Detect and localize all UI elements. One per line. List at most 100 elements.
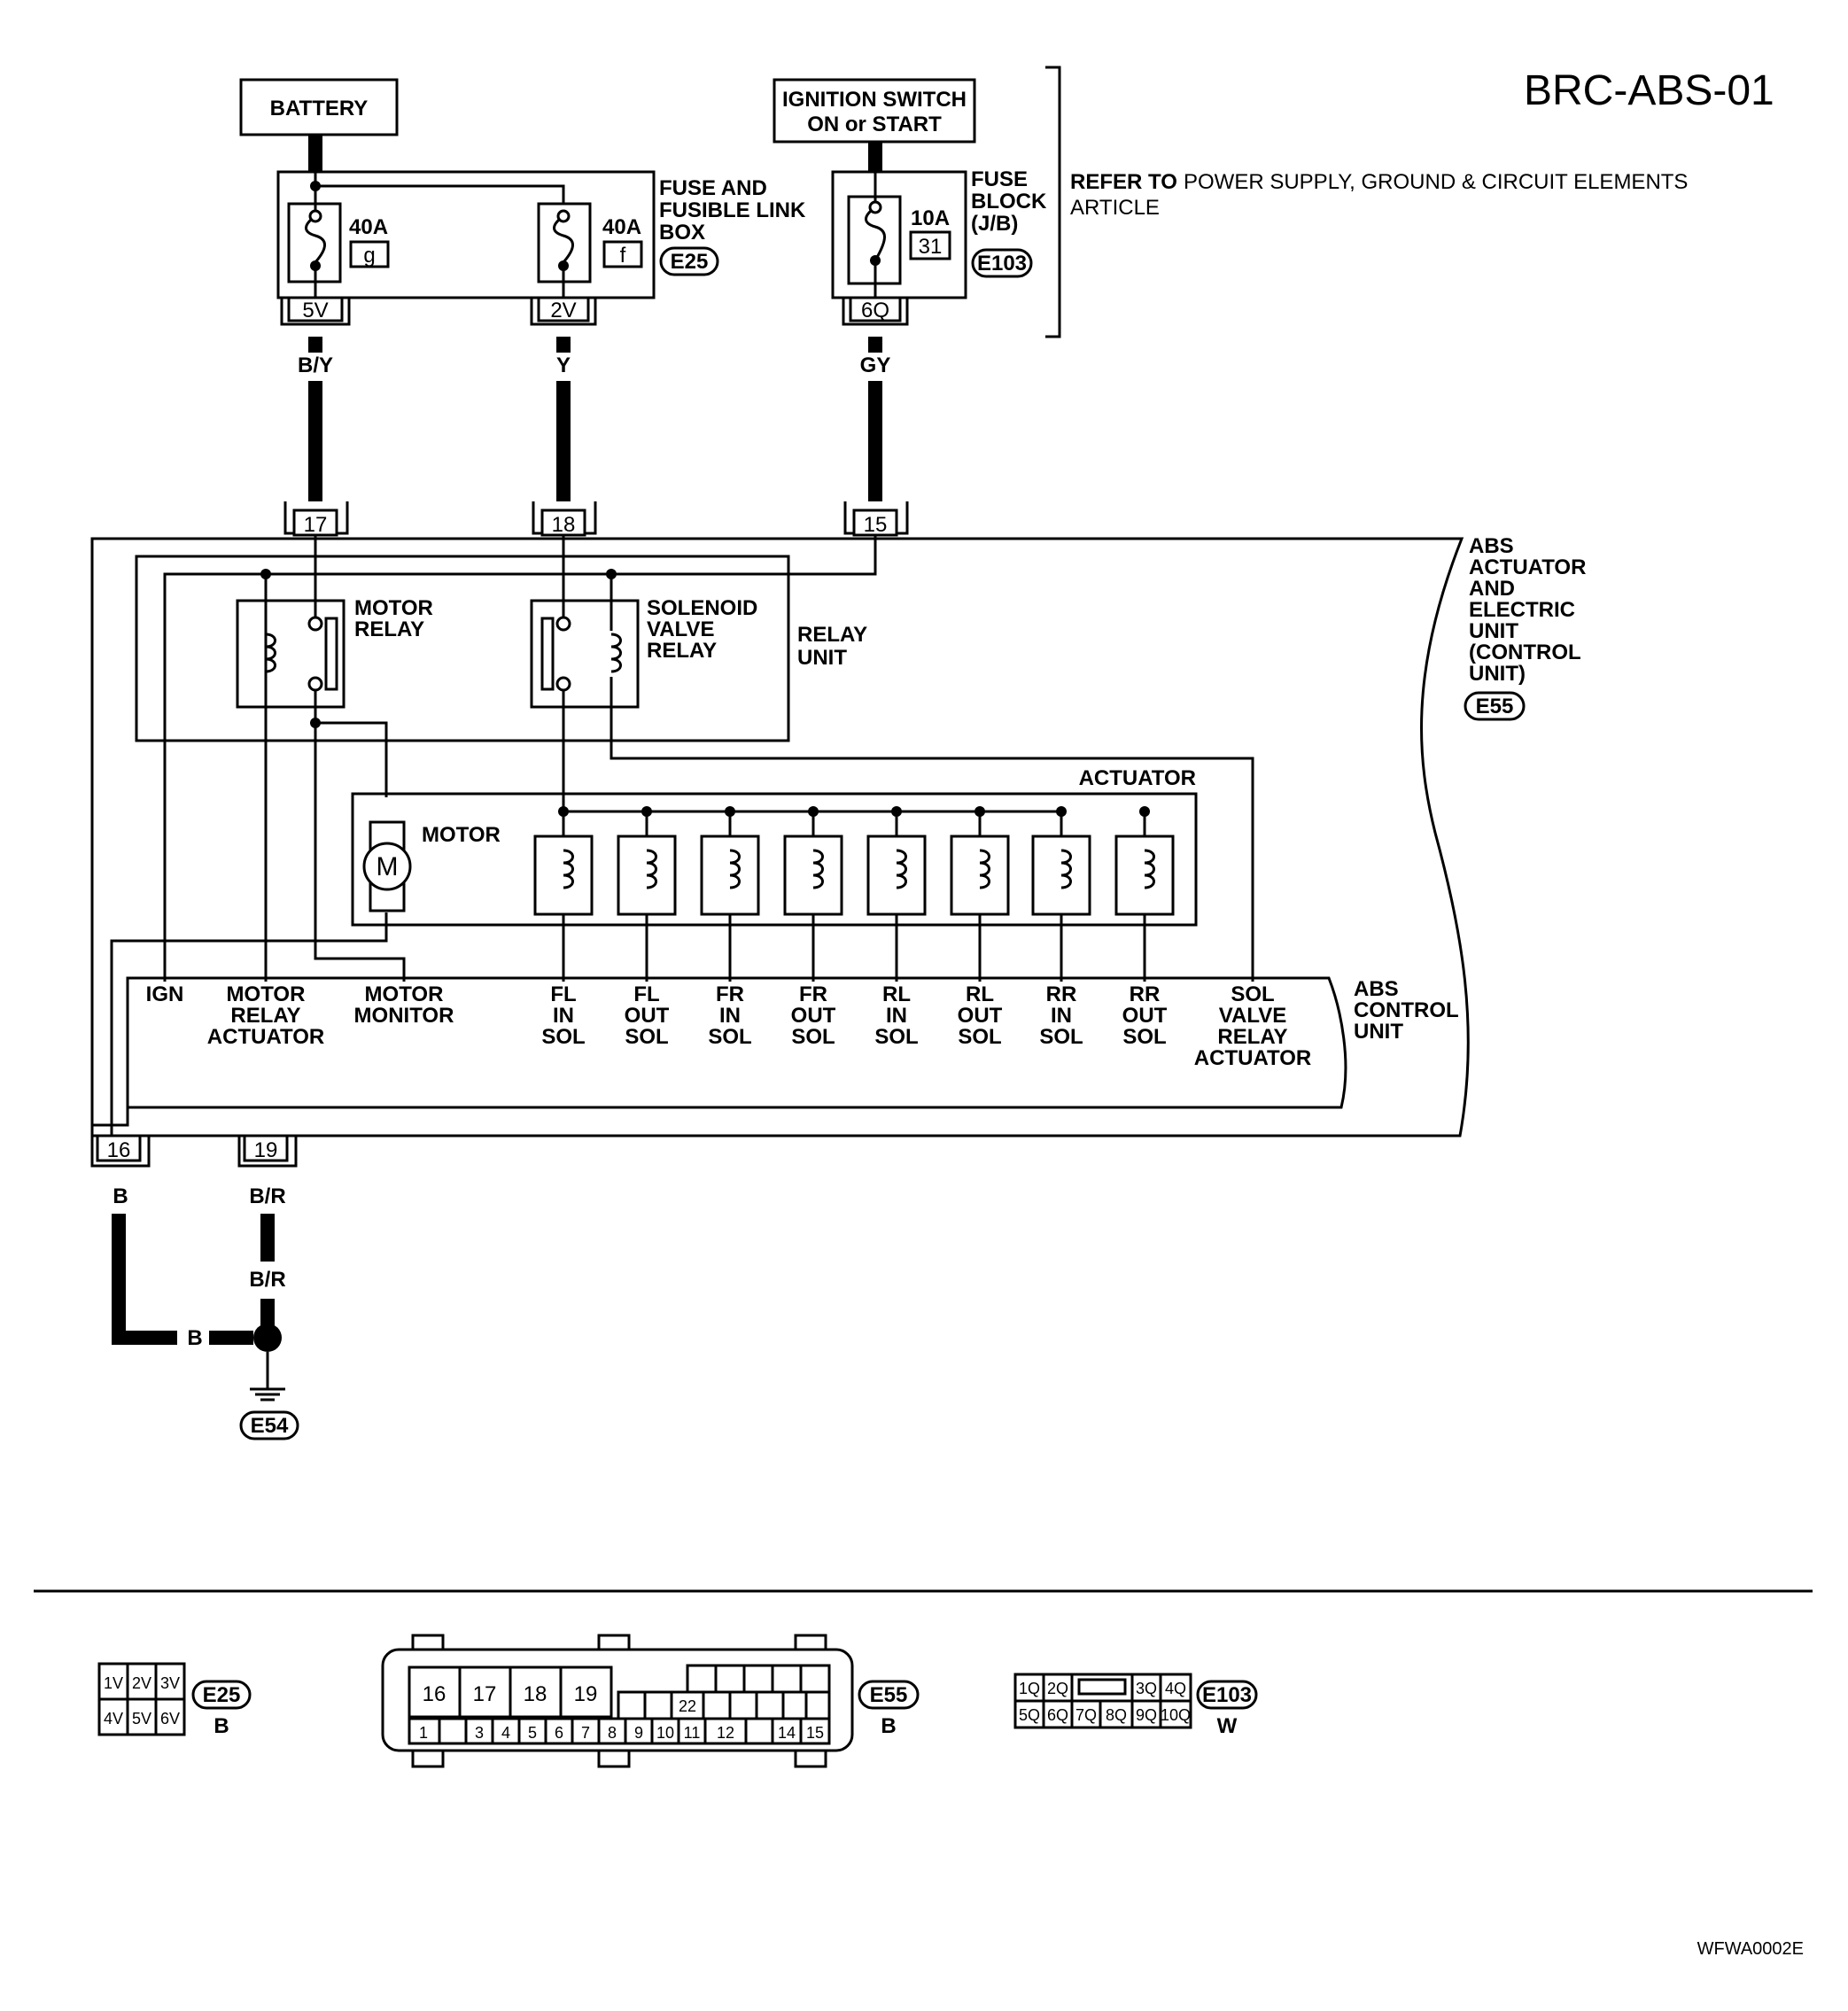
abs-unit-line4: ELECTRIC (1469, 598, 1575, 622)
term-5v-box (287, 296, 344, 322)
motor-label: MOTOR (422, 823, 501, 847)
actuator-label: ACTUATOR (1079, 766, 1196, 790)
e25-cell: 3V (160, 1674, 180, 1692)
e55-cell: 3 (475, 1724, 484, 1742)
fuse-box-connector-badge (659, 246, 719, 276)
term-rrout-2: OUT (1122, 1004, 1168, 1028)
term-mra-3: ACTUATOR (207, 1025, 324, 1049)
ignition-line2: ON or START (807, 113, 942, 136)
e25-cell: 1V (104, 1674, 123, 1692)
ign-wire (163, 535, 877, 982)
term-rrout-1: RR (1130, 982, 1161, 1006)
solenoid-coil-icon (979, 849, 990, 889)
solenoid-coil-icon (812, 849, 824, 889)
fuse-f-id: f (620, 244, 626, 268)
connector-view-e55: 16 17 18 19 22 1 3 4 (381, 1634, 920, 1768)
abs-unit-line5: UNIT (1469, 619, 1518, 643)
term-frout-2: OUT (791, 1004, 836, 1028)
term-ign: IGN (146, 982, 184, 1006)
motor-relay-line1: MOTOR (354, 596, 433, 620)
refer-line2: ARTICLE (1070, 196, 1160, 220)
term-2v: 2V (550, 299, 576, 322)
abs-unit-line1: ABS (1469, 534, 1514, 558)
motor-icon (362, 842, 412, 891)
e55-cell: 12 (717, 1724, 734, 1742)
control-unit-line3: UNIT (1354, 1020, 1403, 1044)
wire-16 (112, 1214, 177, 1345)
wire-color-16: B (113, 1184, 128, 1208)
term-svra-3: RELAY (1217, 1025, 1287, 1049)
relay-unit-line1: RELAY (797, 623, 867, 647)
e55-cell: 8 (608, 1724, 617, 1742)
control-unit-line1: ABS (1354, 977, 1399, 1001)
wire-color-ground-join: B (187, 1326, 202, 1350)
solenoid-group (533, 806, 1175, 982)
term-flin-2: IN (553, 1004, 574, 1028)
connector-view-e25: 1V 2V 3V 4V 5V 6V E25 B (97, 1662, 252, 1738)
term-rlout-3: SOL (958, 1025, 1001, 1049)
fuse-g-id-box (349, 240, 390, 268)
term-svra-2: VALVE (1219, 1004, 1286, 1028)
term-2v-box (537, 296, 590, 322)
battery-label: BATTERY (270, 97, 369, 120)
e55-cell: 7 (581, 1724, 590, 1742)
e55-cell: 14 (778, 1724, 796, 1742)
e103-cell: 4Q (1165, 1680, 1186, 1697)
abs-unit-outline (90, 537, 1470, 1137)
term-rrout-3: SOL (1122, 1025, 1166, 1049)
e55-cell: 15 (806, 1724, 824, 1742)
term-frin-2: IN (719, 1004, 741, 1028)
motor-supply-wire (315, 721, 388, 797)
refer-line1: POWER SUPPLY, GROUND & CIRCUIT ELEMENTS (1184, 170, 1688, 194)
term-mm-2: MONITOR (354, 1004, 454, 1028)
solenoid-coil-icon (1060, 849, 1072, 889)
e103-color: W (1217, 1714, 1238, 1738)
abs-unit-line2: ACTUATOR (1469, 555, 1586, 579)
ground-connector-badge (239, 1410, 299, 1440)
wire-color-19: B/R (249, 1184, 285, 1208)
e103-cell: 5Q (1019, 1706, 1040, 1724)
wire-color-15: GY (860, 353, 891, 377)
refer-bracket (1045, 66, 1061, 338)
term-frout-3: SOL (791, 1025, 835, 1049)
term-rrin-2: IN (1051, 1004, 1072, 1028)
fuse-f-symbol (553, 214, 574, 263)
term-rlout-1: RL (966, 982, 994, 1006)
wire-color-17: B/Y (298, 353, 333, 377)
term-rlin-1: RL (882, 982, 911, 1006)
e103-cell: 9Q (1136, 1706, 1157, 1724)
pin-18: 18 (552, 513, 576, 537)
e103-id: E103 (1202, 1683, 1252, 1707)
abs-unit-line7: UNIT) (1469, 662, 1526, 686)
fuse-g-symbol (305, 214, 326, 263)
e55-cell: 19 (574, 1682, 598, 1706)
abs-unit-line3: AND (1469, 577, 1515, 601)
sol-relay-line1: SOLENOID (647, 596, 757, 620)
e55-cell: 4 (501, 1724, 510, 1742)
e103-cell: 3Q (1136, 1680, 1157, 1697)
e25-id: E25 (203, 1683, 241, 1707)
pin-17: 17 (304, 513, 328, 537)
term-mm-1: MOTOR (365, 982, 444, 1006)
pin-19-box (243, 1134, 289, 1162)
e103-cell: 6Q (1047, 1706, 1068, 1724)
fuse-31-symbol (865, 206, 886, 261)
e55-cell: 5 (528, 1724, 537, 1742)
fuse-f-id-box (602, 240, 643, 268)
motor-symbol: M (377, 852, 399, 881)
motor-relay-contact-icon (324, 617, 338, 691)
term-frout-1: FR (799, 982, 827, 1006)
fuse-box-connector: E25 (671, 250, 709, 274)
pin-15: 15 (864, 513, 888, 537)
solenoid-coil-icon (729, 849, 741, 889)
e25-cell: 6V (160, 1710, 180, 1728)
e55-cell: 10 (656, 1724, 674, 1742)
term-mra-2: RELAY (230, 1004, 300, 1028)
fuse-31-rating: 10A (911, 206, 950, 230)
e55-id: E55 (870, 1683, 908, 1707)
solenoid-coil-icon (1144, 849, 1155, 889)
actuator-frame (351, 792, 1198, 927)
solenoid-coil-icon (646, 849, 657, 889)
e25-cell: 2V (132, 1674, 151, 1692)
term-mra-1: MOTOR (227, 982, 306, 1006)
